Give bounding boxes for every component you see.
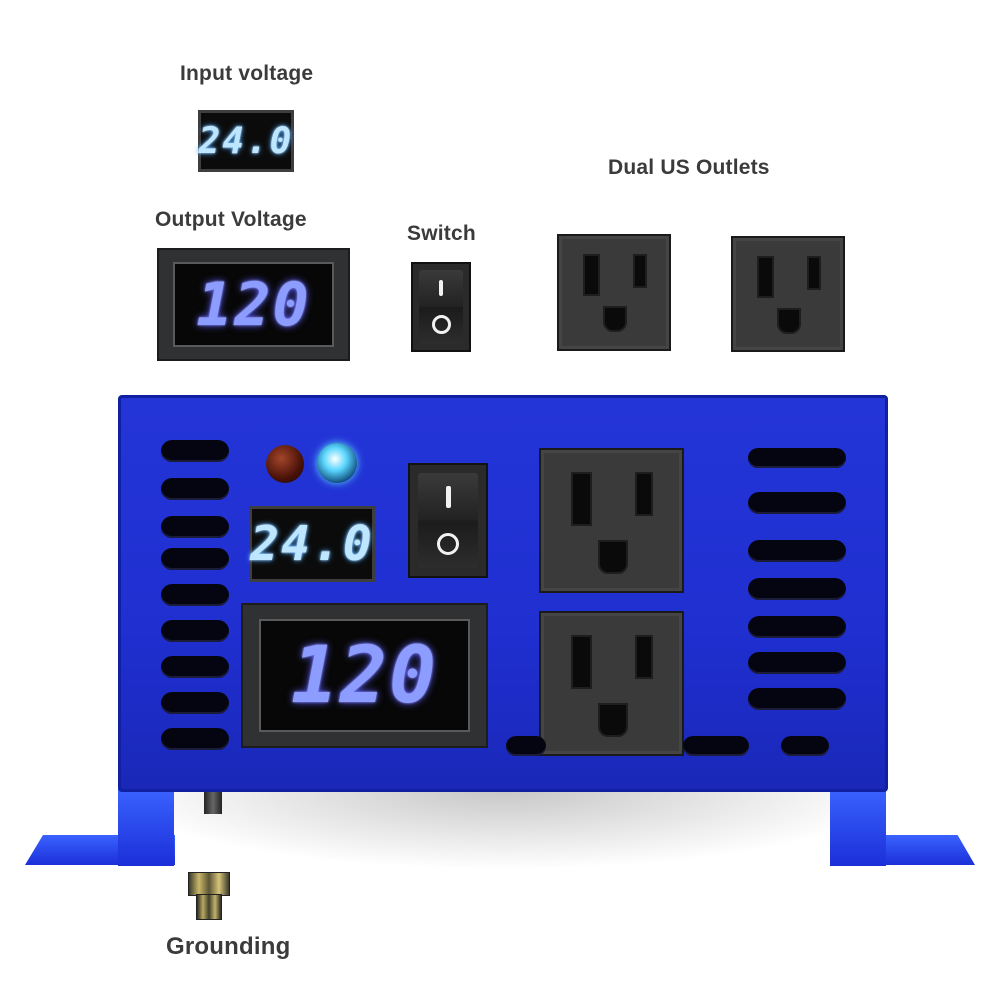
vent-slot: [748, 448, 846, 468]
outlet-slot-left: [571, 472, 592, 526]
right-bracket-upright: [830, 788, 886, 866]
input-voltage-label: Input voltage: [180, 62, 314, 85]
outlet-slot-left: [583, 254, 600, 296]
vent-slot: [161, 620, 229, 642]
outlet-ground-hole: [603, 306, 627, 332]
outlet-slot-right: [633, 254, 647, 288]
outlet-slot-right: [635, 635, 653, 679]
vent-slot: [161, 440, 229, 462]
grounding-label: Grounding: [166, 933, 291, 960]
vent-slot: [161, 478, 229, 500]
vent-slot: [161, 692, 229, 714]
switch-on-mark: [439, 279, 443, 296]
input-voltmeter-reading: 24.0: [250, 516, 374, 572]
outlet-ground-hole: [777, 308, 801, 334]
vent-slot: [506, 736, 546, 756]
output-voltage-reading: 120: [196, 269, 311, 340]
vent-slot: [748, 652, 846, 674]
vent-slot: [748, 492, 846, 514]
left-bracket-upright: [118, 788, 174, 866]
output-voltmeter: 120: [241, 603, 488, 748]
output-voltage-display-callout: 120: [157, 248, 350, 361]
vent-slot: [781, 736, 829, 756]
us-outlet-icon: [731, 236, 845, 352]
dual-us-outlets-label: Dual US Outlets: [608, 156, 770, 179]
switch-off-mark: [437, 533, 459, 556]
ac-outlet-bottom[interactable]: [539, 611, 684, 756]
input-voltmeter: 24.0: [249, 506, 375, 582]
chassis-shadow: [110, 790, 900, 870]
vent-slot: [683, 736, 749, 756]
output-voltage-label: Output Voltage: [155, 208, 307, 231]
outlet-ground-hole: [598, 703, 628, 737]
switch-label: Switch: [407, 222, 476, 245]
outlet-slot-left: [757, 256, 774, 298]
fault-indicator-led: [266, 445, 304, 483]
output-voltmeter-reading: 120: [291, 630, 438, 721]
vent-slot: [161, 584, 229, 606]
vent-slot: [161, 548, 229, 570]
vent-slot: [748, 578, 846, 600]
switch-on-mark: [445, 485, 451, 508]
grounding-stud: [196, 894, 222, 920]
grounding-nut: [188, 872, 230, 896]
vent-slot: [161, 728, 229, 750]
inverter-chassis: 24.0 120: [118, 395, 888, 792]
outlet-ground-hole: [598, 540, 628, 574]
vent-slot: [161, 516, 229, 538]
outlet-slot-left: [571, 635, 592, 689]
grounding-terminal-icon: [188, 872, 230, 920]
ac-outlet-top[interactable]: [539, 448, 684, 593]
vent-slot: [161, 656, 229, 678]
power-switch[interactable]: [408, 463, 488, 578]
vent-slot: [748, 688, 846, 710]
switch-off-mark: [431, 315, 451, 335]
outlet-slot-right: [635, 472, 653, 516]
us-outlet-icon: [557, 234, 671, 351]
vent-slot: [748, 616, 846, 638]
outlet-slot-right: [807, 256, 821, 290]
rocker-switch-icon: [411, 262, 471, 352]
vent-slot: [748, 540, 846, 562]
input-voltage-display-callout: 24.0: [198, 110, 294, 172]
input-voltage-reading: 24.0: [198, 120, 294, 162]
power-indicator-led: [317, 443, 357, 483]
chassis-bottom-post: [204, 792, 222, 814]
